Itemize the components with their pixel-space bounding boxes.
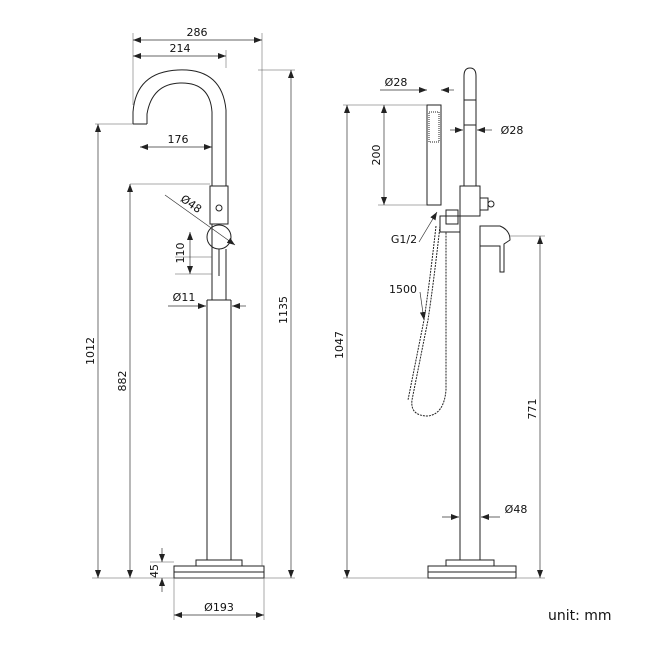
body-indicator (215, 204, 223, 212)
side-upper-body (459, 185, 481, 217)
dim-body-diameter: Ø48 (178, 192, 204, 216)
spout-top (463, 67, 477, 186)
dim-overall-width: 286 (187, 26, 208, 39)
dim-handle-height: 110 (174, 243, 187, 264)
base-collar (195, 559, 243, 567)
upper-body (209, 185, 229, 225)
lever (479, 225, 511, 273)
front-view: 286 214 176 Ø48 110 Ø11 1012 882 1135 45… (84, 26, 295, 620)
dim-handshower-length: 200 (370, 145, 383, 166)
dim-handshower-diameter: Ø28 (385, 76, 408, 89)
dim-base-thickness: 45 (148, 564, 161, 578)
dim-hose-length: 1500 (389, 283, 417, 296)
handshower-holder (445, 209, 459, 225)
dim-handle-position: 882 (116, 371, 129, 392)
dim-lever-height: 771 (526, 399, 539, 420)
dim-holder-height: 1047 (333, 331, 346, 359)
spout-inner (146, 82, 213, 186)
handle-knob (206, 224, 232, 250)
side-view: Ø28 Ø28 200 G1/2 1500 1047 771 Ø48 (333, 67, 545, 579)
dim-spout-top-diameter: Ø28 (501, 124, 524, 137)
spout-outer (132, 69, 227, 186)
dim-outlet-height: 1012 (84, 337, 97, 365)
dim-overall-height: 1135 (277, 296, 290, 324)
hose (411, 225, 447, 417)
unit-label: unit: mm (548, 608, 612, 624)
dim-spout-projection: 176 (168, 133, 189, 146)
dim-hose-connection: G1/2 (391, 233, 417, 246)
dim-column-diameter: Ø48 (505, 503, 528, 516)
handshower (426, 104, 442, 206)
dim-spout-reach: 214 (170, 42, 191, 55)
dim-base-diameter: Ø193 (204, 601, 234, 614)
dim-pipe-diameter: Ø11 (173, 291, 196, 304)
